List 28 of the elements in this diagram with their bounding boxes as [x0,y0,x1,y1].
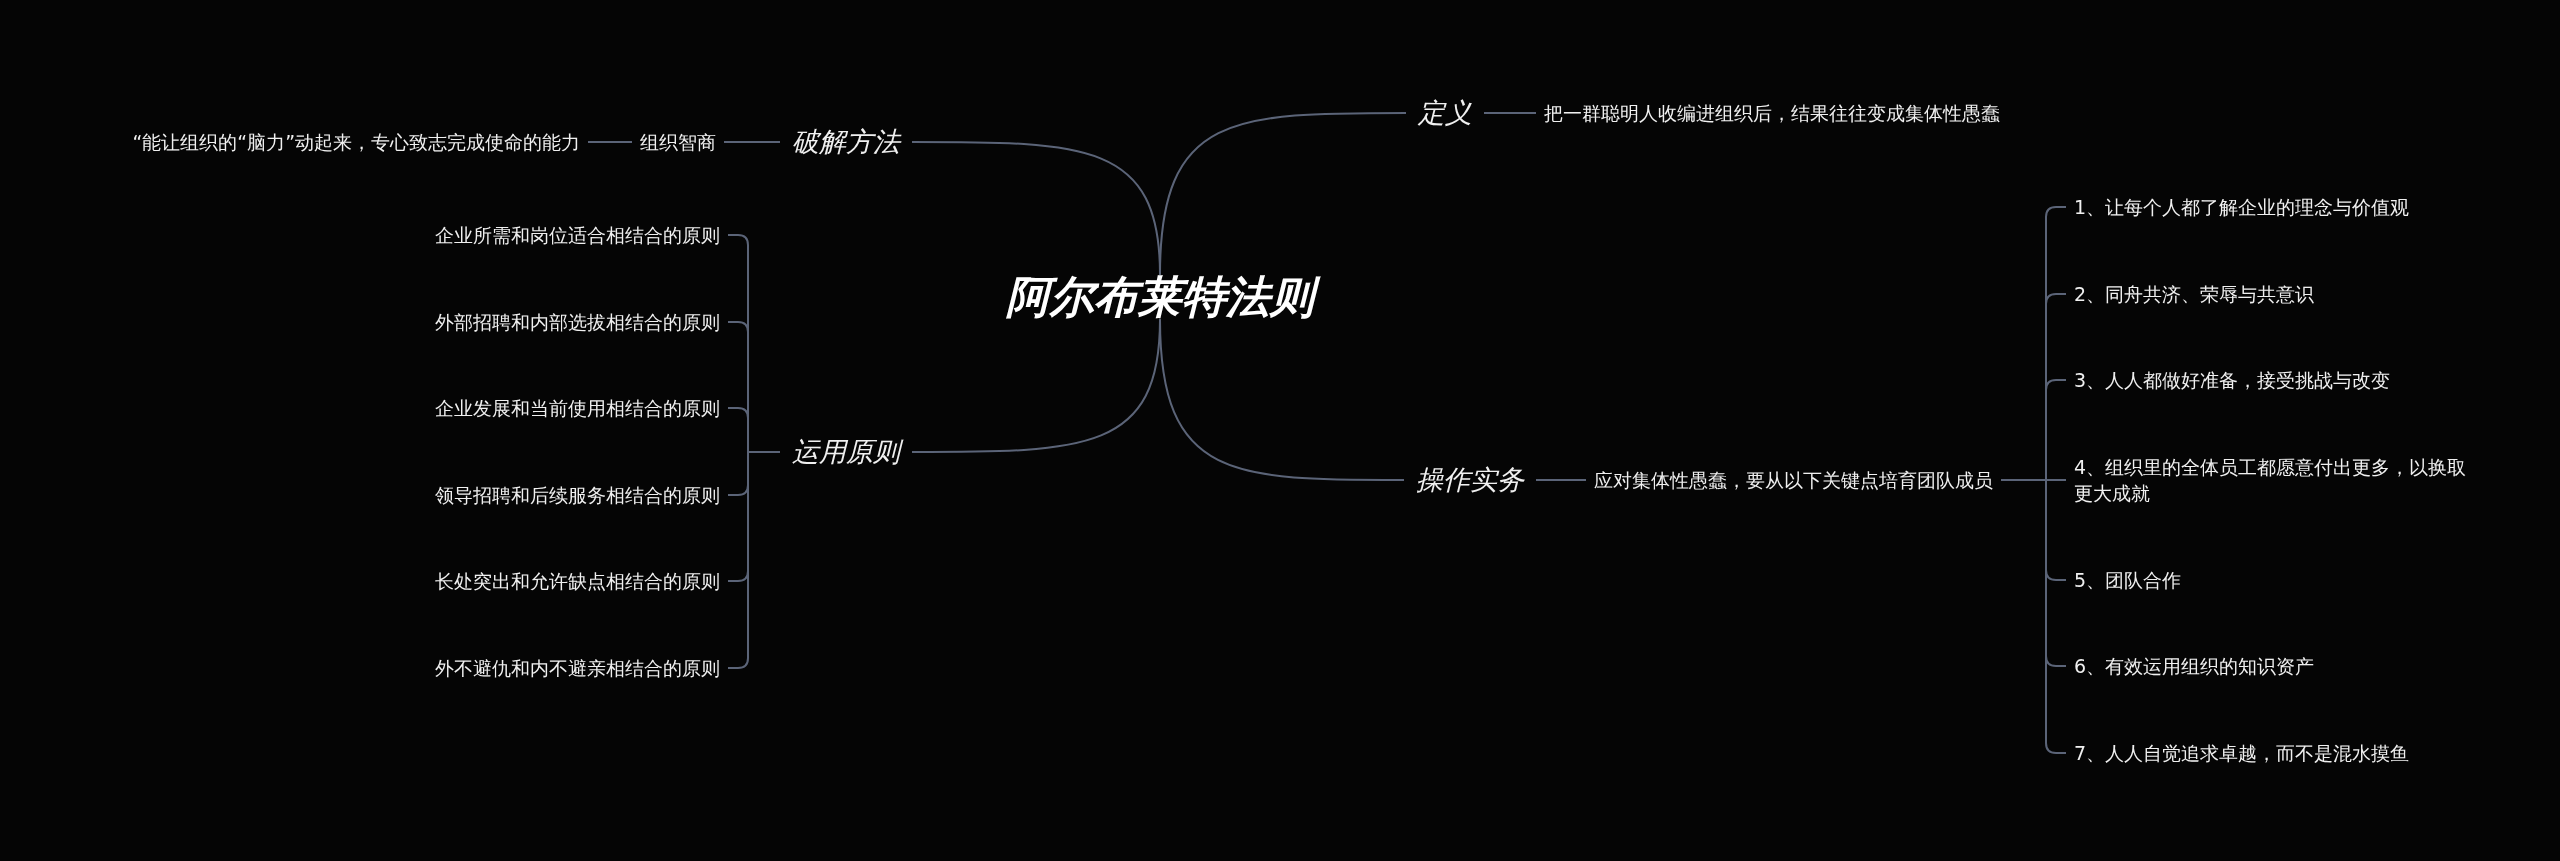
connector-line [1483,112,1537,114]
leaf-topic: 企业发展和当前使用相结合的原则 [427,394,728,422]
leaf-topic: 3、人人都做好准备，接受挑战与改变 [2066,366,2399,394]
connector-line [723,141,781,143]
leaf-topic: “能让组织的“脑力”动起来，专心致志完成使命的能力 [124,128,588,156]
leaf-topic: 4、组织里的全体员工都愿意付出更多，以换取更大成就 [2066,453,2476,507]
connector-line [1535,479,1587,481]
leaf-topic: 7、人人自觉追求卓越，而不是混水摸鱼 [2066,739,2418,767]
leaf-topic: 领导招聘和后续服务相结合的原则 [427,481,728,509]
branch-topic: 运用原则 [780,433,912,471]
leaf-topic: 应对集体性愚蠢，要从以下关键点培育团队成员 [1586,466,2001,494]
leaf-topic: 组织智商 [632,128,724,156]
branch-topic: 操作实务 [1404,461,1536,499]
leaf-topic: 1、让每个人都了解企业的理念与价值观 [2066,193,2418,221]
connector-line [1159,318,1405,481]
connector-line [587,141,633,143]
leaf-topic: 6、有效运用组织的知识资产 [2066,652,2323,680]
central-topic: 阿尔布莱特法则 [998,266,1322,328]
branch-topic: 定义 [1406,94,1484,132]
leaf-topic: 外部招聘和内部选拔相结合的原则 [427,308,728,336]
branch-topic: 破解方法 [780,123,912,161]
leaf-topic: 长处突出和允许缺点相结合的原则 [427,567,728,595]
leaf-topic: 2、同舟共济、荣辱与共意识 [2066,280,2323,308]
leaf-topic: 把一群聪明人收编进组织后，结果往往变成集体性愚蠢 [1536,99,2008,127]
leaf-topic: 5、团队合作 [2066,566,2190,594]
leaf-topic: 企业所需和岗位适合相结合的原则 [427,221,728,249]
connector-line [1159,112,1407,276]
leaf-topic: 外不避仇和内不避亲相结合的原则 [427,654,728,682]
